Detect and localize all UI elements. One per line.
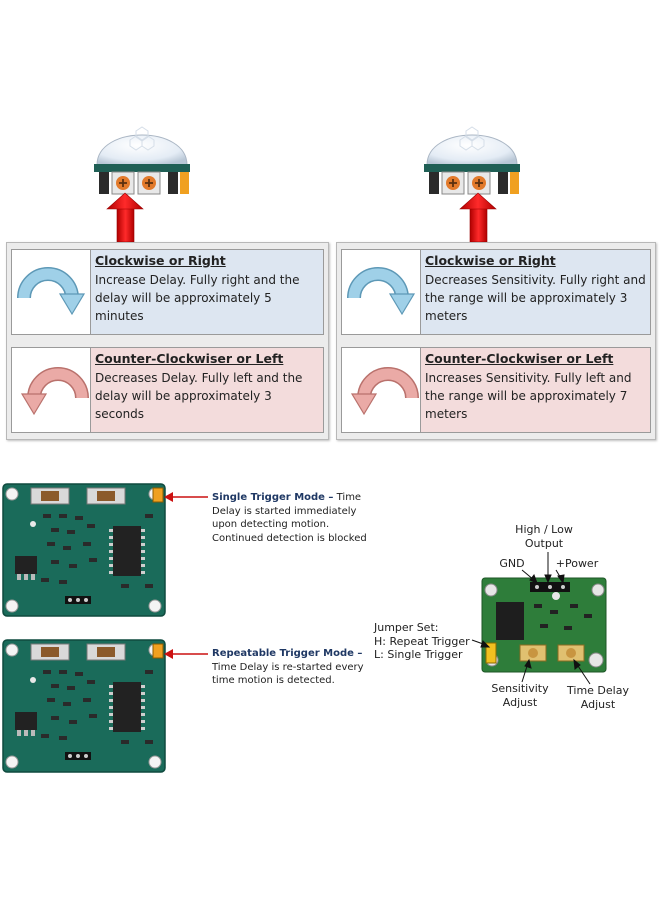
repeatable-trigger-mode-text: Repeatable Trigger Mode – Time Delay is … [212,647,377,688]
single-trigger-desc-head: Time [333,492,362,503]
pcb-board-single-trigger-image [2,483,166,617]
sensitivity-panel: Clockwise or Right Decreases Sensitivity… [336,242,656,440]
jumper-pointer-arrow-2-icon [164,649,208,659]
red-up-arrow-left-icon [106,192,144,243]
time-delay-adjust-label: Time Delay Adjust [567,684,629,711]
pir-sensor-right-image [423,126,521,195]
row-title: Clockwise or Right [95,253,226,268]
output-label: High / Low Output [515,523,573,550]
delay-panel: Clockwise or Right Increase Delay. Fully… [6,242,329,440]
single-trigger-mode-text: Single Trigger Mode – Time Delay is star… [212,491,377,545]
power-label: +Power [555,557,599,570]
delay-clockwise-row: Clockwise or Right Increase Delay. Fully… [11,249,324,335]
row-description: Increase Delay. Fully right and the dela… [95,273,300,323]
row-title: Clockwise or Right [425,253,556,268]
delay-counter-icon-cell [12,348,91,432]
repeatable-trigger-title: Repeatable Trigger Mode – [212,648,363,659]
row-description: Decreases Delay. Fully left and the dela… [95,371,303,421]
jumper-pointer-arrow-1-icon [164,492,208,502]
single-trigger-desc: Delay is started immediately upon detect… [212,505,367,544]
sensitivity-clockwise-icon-cell [342,250,421,334]
sensitivity-counter-icon-cell [342,348,421,432]
row-description: Increases Sensitivity. Fully left and th… [425,371,632,421]
module-callout-arrows-icon [471,552,591,685]
gnd-label: GND [499,557,525,570]
row-title: Counter-Clockwiser or Left [95,351,284,366]
repeatable-trigger-desc: Time Delay is re-started every time moti… [212,661,364,687]
jumper-set-label: Jumper Set: H: Repeat Trigger L: Single … [374,621,470,661]
row-description: Decreases Sensitivity. Fully right and t… [425,273,646,323]
single-trigger-title: Single Trigger Mode – [212,492,334,503]
pir-module-photo-image [481,577,607,673]
row-title: Counter-Clockwiser or Left [425,351,614,366]
sensitivity-counter-clockwise-row: Counter-Clockwiser or Left Increases Sen… [341,347,651,433]
pcb-board-repeat-trigger-image [2,639,166,773]
delay-counter-clockwise-row: Counter-Clockwiser or Left Decreases Del… [11,347,324,433]
sensitivity-adjust-label: Sensitivity Adjust [491,682,549,709]
red-up-arrow-right-icon [459,192,497,243]
pir-sensor-left-image [93,126,191,195]
delay-clockwise-icon-cell [12,250,91,334]
sensitivity-clockwise-row: Clockwise or Right Decreases Sensitivity… [341,249,651,335]
